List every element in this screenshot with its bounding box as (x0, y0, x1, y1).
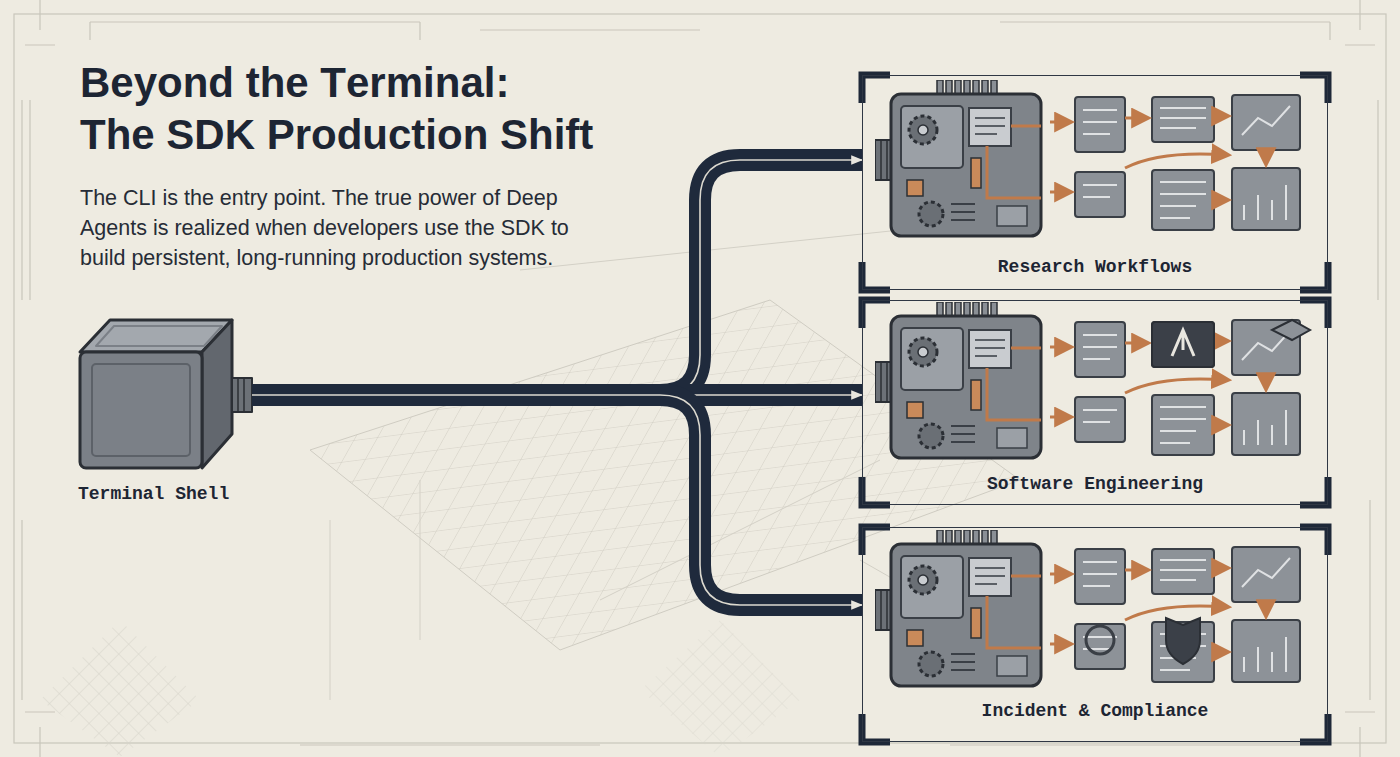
panel-brackets (862, 75, 1328, 742)
node-label: Terminal Shell (78, 484, 229, 504)
node-label: Incident & Compliance (863, 701, 1327, 721)
terminal-cube (80, 320, 252, 468)
pipe-line (252, 395, 862, 605)
panel-illustration (875, 80, 1300, 236)
description-text: The CLI is the entry point. The true pow… (80, 183, 575, 273)
pipe-connector (252, 395, 862, 605)
panel-illustration (875, 530, 1300, 686)
workflow-panel: Software Engineering (862, 300, 1328, 505)
workflow-panel: Incident & Compliance (862, 527, 1328, 742)
node-label: Research Workflows (863, 257, 1327, 277)
node-label: Software Engineering (863, 474, 1327, 494)
pipe-body (252, 395, 862, 605)
corner-grid (640, 620, 800, 757)
page-frame (14, 0, 1386, 757)
diagram-title: Beyond the Terminal: The SDK Production … (80, 57, 595, 161)
terminal-node: Terminal Shell (78, 318, 256, 508)
workflow-panel: Research Workflows (862, 75, 1328, 290)
panel-illustration (875, 302, 1310, 458)
corner-grid (40, 620, 200, 757)
